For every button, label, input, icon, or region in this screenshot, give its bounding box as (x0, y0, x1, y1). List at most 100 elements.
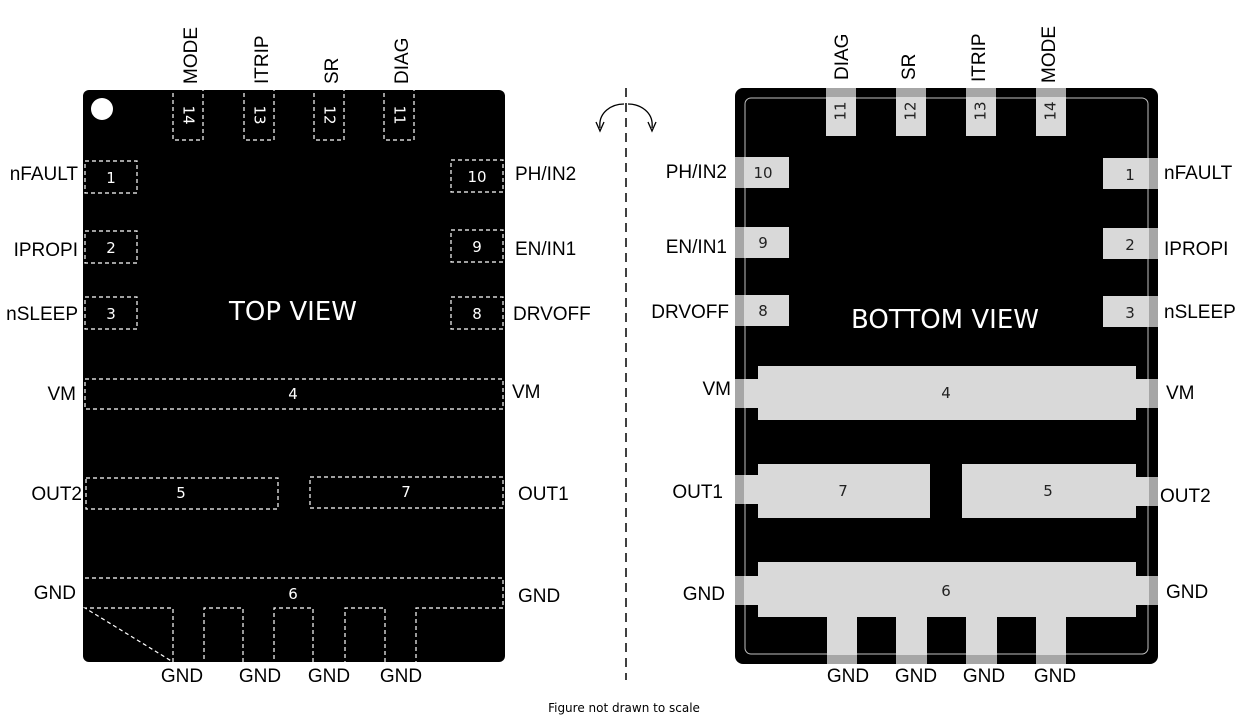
pin-number: 12 (902, 101, 920, 120)
pin-label: ITRIP (252, 35, 273, 84)
bottom-view-out2-pad: 5 OUT2 (962, 464, 1211, 518)
gnd-right-label: GND (1166, 582, 1208, 603)
pad-number: 5 (176, 484, 186, 502)
pin-number: 13 (972, 101, 990, 120)
pad-number: 6 (941, 582, 951, 600)
top-view-left-pin-1: 1 nFAULT (10, 160, 138, 194)
gnd-right-label: GND (518, 586, 560, 607)
out1-label: OUT1 (518, 484, 569, 505)
out2-label: OUT2 (31, 484, 82, 505)
bottom-view-left-pin-9: 9 EN/IN1 (666, 227, 789, 258)
bottom-view-right-pin-2: 2 IPROPI (1103, 228, 1228, 260)
pin-number: 13 (251, 105, 269, 124)
vm-right-label: VM (1166, 383, 1195, 404)
pin-label: MODE (181, 27, 202, 84)
top-view: TOP VIEW 14 MODE 13 ITRIP 12 SR 11 DIAG … (6, 27, 591, 687)
top-view-title: TOP VIEW (228, 297, 357, 327)
pin-number: 2 (106, 239, 116, 257)
gnd-left-label: GND (683, 584, 725, 605)
bottom-view-out1-pad: 7 OUT1 (672, 464, 930, 518)
figure-caption: Figure not drawn to scale (548, 701, 700, 715)
pin-label: nFAULT (1164, 163, 1233, 184)
top-view-left-pin-2: 2 IPROPI (14, 230, 138, 264)
pin-label: nSLEEP (1164, 302, 1236, 323)
top-view-out2-pad: 5 OUT2 (31, 477, 279, 510)
pin-label: EN/IN1 (515, 239, 576, 260)
top-view-top-pin-13: 13 ITRIP (243, 35, 275, 141)
pin-label: SR (899, 54, 920, 80)
pad-number: 4 (941, 384, 951, 402)
pin-label: IPROPI (14, 240, 78, 261)
pin-number: 2 (1125, 236, 1135, 254)
out2-label: OUT2 (1160, 486, 1211, 507)
pin-number: 8 (758, 302, 768, 320)
bottom-view-vm-pad: 4 VM VM (703, 366, 1195, 420)
pin-label: IPROPI (1164, 239, 1228, 260)
pin-number: 8 (472, 305, 482, 323)
pin-label: SR (322, 58, 343, 84)
pin-label: nSLEEP (6, 304, 78, 325)
bottom-view-right-pin-1: 1 nFAULT (1103, 158, 1233, 189)
pin-number: 3 (1125, 304, 1135, 322)
top-view-package-body (83, 90, 505, 662)
pin-number: 10 (467, 168, 486, 186)
top-view-top-pin-11: 11 DIAG (383, 38, 415, 141)
bottom-gnd-label: GND (239, 666, 281, 687)
pin-number: 10 (753, 164, 772, 182)
pin-label: DIAG (832, 34, 853, 80)
pin-label: PH/IN2 (515, 164, 576, 185)
pin-number: 11 (832, 101, 850, 120)
vm-left-label: VM (48, 384, 77, 405)
flip-axis (595, 88, 657, 680)
rotate-arrow-left-icon (599, 103, 625, 129)
pin-number: 9 (472, 238, 482, 256)
pin-number: 1 (106, 169, 116, 187)
pin-label: DRVOFF (651, 302, 729, 323)
top-view-vm-pad: 4 VM VM (48, 378, 541, 410)
bottom-view: BOTTOM VIEW 11 DIAG 12 SR 13 ITRIP 1 4 MO… (651, 26, 1236, 687)
top-view-right-pin-8: 8 DRVOFF (450, 296, 591, 330)
top-view-top-pin-14: 14 MODE (172, 27, 204, 141)
bottom-view-inner-outline (744, 97, 1149, 655)
bottom-view-top-pin-11: 11 DIAG (826, 34, 856, 136)
bottom-view-right-pin-3: 3 nSLEEP (1103, 296, 1236, 327)
pad-number: 7 (401, 483, 411, 501)
bottom-gnd-label: GND (380, 666, 422, 687)
pin-label: nFAULT (10, 164, 79, 185)
pin-number: 11 (391, 105, 409, 124)
bottom-view-gnd-pad: 6 GND GND GND GND GND GND (683, 562, 1208, 687)
pin-label: MODE (1039, 26, 1060, 83)
top-view-right-pin-10: 10 PH/IN2 (450, 159, 576, 193)
pin-label: DIAG (392, 38, 413, 84)
pin1-marker-dot (91, 98, 113, 120)
top-view-gnd-pad: 6 GND GND GND GND GND GND (34, 577, 560, 687)
bottom-gnd-label: GND (895, 666, 937, 687)
pin-number: 3 (106, 305, 116, 323)
top-view-out1-pad: 7 OUT1 (309, 476, 569, 509)
vm-right-label: VM (512, 382, 541, 403)
pin-label: EN/IN1 (666, 237, 727, 258)
bottom-view-top-pin-12: 12 SR (896, 54, 926, 136)
bottom-gnd-label: GND (827, 666, 869, 687)
pin-number: 1 (1125, 166, 1135, 184)
bottom-gnd-label: GND (963, 666, 1005, 687)
pad-number: 7 (838, 482, 848, 500)
pin-label: PH/IN2 (666, 162, 727, 183)
bottom-view-left-pin-8: 8 DRVOFF (651, 295, 789, 326)
top-view-left-pin-3: 3 nSLEEP (6, 296, 138, 330)
pin-number: 12 (321, 105, 339, 124)
top-view-top-pin-12: 12 SR (313, 58, 345, 141)
pad-number: 4 (288, 385, 298, 403)
vm-left-label: VM (703, 379, 732, 400)
pad-number: 5 (1043, 482, 1053, 500)
bottom-view-title: BOTTOM VIEW (851, 305, 1039, 335)
bottom-view-left-pin-10: 10 PH/IN2 (666, 157, 789, 188)
bottom-gnd-label: GND (1034, 666, 1076, 687)
pin-label: DRVOFF (513, 304, 591, 325)
gnd-left-label: GND (34, 583, 76, 604)
rotate-arrow-right-icon (627, 103, 653, 129)
pin-number: 14 (180, 105, 198, 124)
bottom-view-top-pin-13: 13 ITRIP (966, 33, 996, 136)
pin-label: ITRIP (969, 33, 990, 82)
